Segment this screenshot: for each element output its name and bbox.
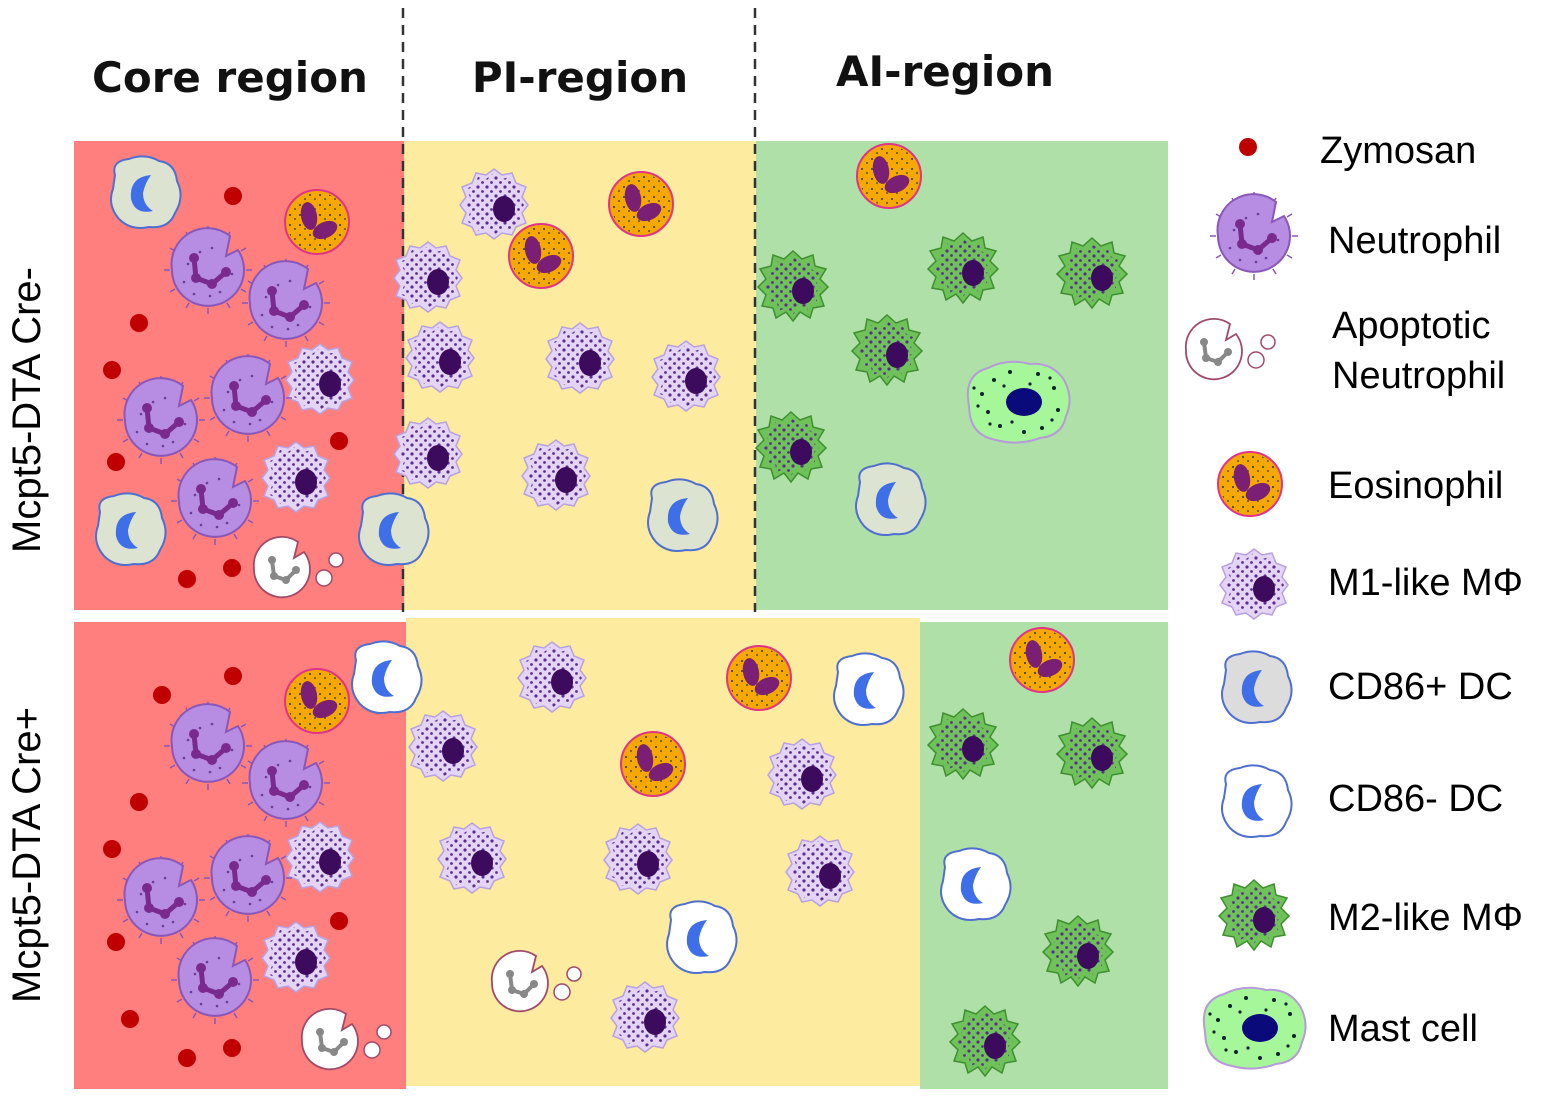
legend-label-cd86-positive: CD86+ DC xyxy=(1328,666,1513,708)
row-label-cre-negative: Mcpt5-DTA Cre- xyxy=(5,267,49,553)
legend-label-cd86-negative: CD86- DC xyxy=(1328,778,1503,820)
legend-label-m2: M2-like MΦ xyxy=(1328,897,1523,939)
title-ai-region: AI-region xyxy=(836,47,1054,96)
legend: Zymosan Neutrophil Apoptotic Neutrophil … xyxy=(1183,130,1523,1070)
legend-label-mast-cell: Mast cell xyxy=(1328,1008,1478,1050)
legend-cd86-positive-dc-icon xyxy=(1221,650,1293,724)
legend-label-zymosan: Zymosan xyxy=(1320,130,1476,172)
top-ai-panel xyxy=(756,141,1168,610)
legend-neutrophil-icon xyxy=(1210,192,1298,280)
legend-label-m1: M1-like MΦ xyxy=(1328,562,1523,604)
legend-apoptotic-neutrophil-icon xyxy=(1183,316,1277,382)
legend-eosinophil-icon xyxy=(1217,451,1283,517)
legend-zymosan-icon xyxy=(1239,138,1257,156)
legend-cd86-negative-dc-icon xyxy=(1221,764,1293,838)
legend-m2-macrophage-icon xyxy=(1218,879,1290,951)
legend-label-apoptotic-line2: Neutrophil xyxy=(1332,355,1505,397)
legend-label-neutrophil: Neutrophil xyxy=(1328,220,1501,262)
legend-m1-macrophage-icon xyxy=(1219,548,1289,620)
legend-mast-cell-icon xyxy=(1202,986,1307,1070)
title-core-region: Core region xyxy=(92,53,368,102)
legend-label-eosinophil: Eosinophil xyxy=(1328,465,1503,507)
row-label-cre-positive: Mcpt5-DTA Cre+ xyxy=(5,707,49,1003)
legend-label-apoptotic-line1: Apoptotic xyxy=(1332,305,1490,347)
title-pi-region: PI-region xyxy=(472,53,688,102)
